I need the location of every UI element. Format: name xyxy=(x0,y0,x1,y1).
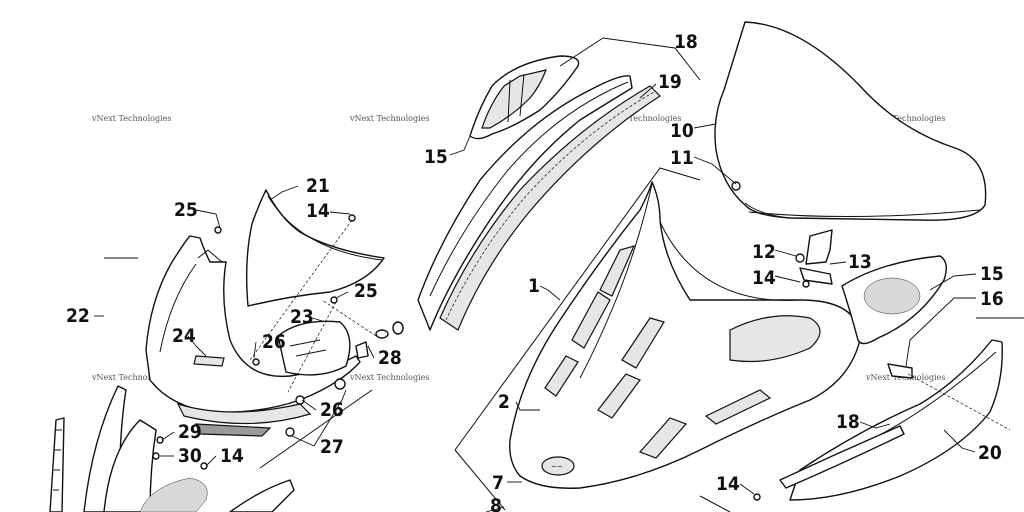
lower-trim-strip xyxy=(779,425,905,489)
callout-23: 23 xyxy=(290,306,314,328)
nose-cover xyxy=(245,189,385,307)
windshield xyxy=(714,21,987,221)
front-bumper-assembly xyxy=(145,235,361,437)
callout-14-bracket: 14 xyxy=(752,267,776,289)
callout-13: 13 xyxy=(848,251,872,273)
part1-box-left xyxy=(454,449,506,511)
callout-29: 29 xyxy=(178,421,202,443)
watermark-4: vNext Technologies xyxy=(865,114,945,123)
push-rivet xyxy=(731,181,741,191)
callout-14-lower: 14 xyxy=(220,445,244,467)
seal-strip xyxy=(439,85,661,331)
watermark-1: vNext Technologies xyxy=(91,114,171,123)
callout-27: 27 xyxy=(320,436,344,458)
callout-25-upper: 25 xyxy=(174,199,198,221)
callout-1: 1 xyxy=(528,275,540,297)
dashed-guide-c xyxy=(287,301,337,393)
callout-15-left: 15 xyxy=(424,146,448,168)
callout-26-upper: 26 xyxy=(262,331,286,353)
box-edge-lower xyxy=(259,389,373,469)
callout-24: 24 xyxy=(172,325,196,347)
callout-11: 11 xyxy=(670,147,694,169)
watermark-3: vNext Technologies xyxy=(601,114,681,123)
callout-25-lower: 25 xyxy=(354,280,378,302)
dashed-guide-a xyxy=(249,219,353,361)
dashed-guide-b xyxy=(321,299,377,337)
callout-30: 30 xyxy=(178,445,202,467)
intake-vent xyxy=(277,320,351,376)
leader-lines xyxy=(94,37,977,512)
part1-box-top xyxy=(454,167,701,451)
callout-26-lower: 26 xyxy=(320,399,344,421)
clip xyxy=(887,363,913,379)
callout-21: 21 xyxy=(306,175,330,197)
badge xyxy=(193,355,225,367)
callout-15-right: 15 xyxy=(980,263,1004,285)
lower-left-parts xyxy=(49,385,295,512)
callout-labels: 1 2 7 8 10 11 12 13 14 14 14 14 15 15 16… xyxy=(66,31,1004,512)
callout-12: 12 xyxy=(752,241,776,263)
vent-grille xyxy=(841,255,947,345)
hood: ~~ xyxy=(509,181,861,489)
callout-7: 7 xyxy=(492,472,504,494)
inner-panel-left xyxy=(469,55,580,140)
watermark-5: vNext Technologies xyxy=(91,373,171,382)
callout-18-lower: 18 xyxy=(836,411,860,433)
washer-set xyxy=(355,321,404,359)
callout-14-nose: 14 xyxy=(306,200,330,222)
watermark-2: vNext Technologies xyxy=(349,114,429,123)
dashed-guide-right xyxy=(907,373,1011,431)
callout-19: 19 xyxy=(658,71,682,93)
screw-14d xyxy=(753,493,761,501)
windshield-bracket xyxy=(795,229,833,285)
callout-2: 2 xyxy=(498,391,510,413)
side-trim-strip xyxy=(417,75,633,331)
svg-text:~~: ~~ xyxy=(551,463,563,471)
callout-14-hood: 14 xyxy=(716,473,740,495)
watermark-6: vNext Technologies xyxy=(349,373,429,382)
callout-18-upper: 18 xyxy=(674,31,698,53)
callout-8: 8 xyxy=(490,495,502,512)
callout-20: 20 xyxy=(978,442,1002,464)
callout-22: 22 xyxy=(66,305,90,327)
fasteners xyxy=(152,214,810,470)
callout-28: 28 xyxy=(378,347,402,369)
callout-16: 16 xyxy=(980,288,1004,310)
callout-10: 10 xyxy=(670,120,694,142)
box-corner xyxy=(699,495,731,512)
